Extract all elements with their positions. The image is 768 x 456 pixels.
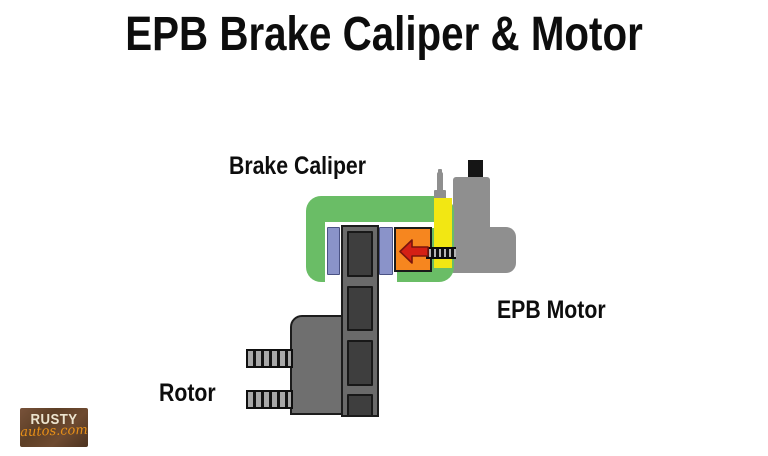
rotor-vent: [347, 286, 373, 331]
caliper-opening-strip: [325, 222, 434, 228]
threaded-rod: [426, 247, 456, 259]
logo-text-autos-com: autos.com: [20, 422, 88, 441]
label-epb-motor: EPB Motor: [497, 296, 606, 324]
label-brake-caliper: Brake Caliper: [229, 152, 367, 180]
brake-pad-inner: [379, 227, 393, 275]
rotor-vent: [347, 340, 373, 386]
page-title: EPB Brake Caliper & Motor: [125, 8, 643, 61]
rotor-disc: [341, 225, 379, 417]
rotor-vent: [347, 231, 373, 277]
brake-pad-outer: [327, 227, 340, 275]
rustyautos-logo: RUSTY autos.com: [20, 408, 88, 447]
bleed-screw-base: [434, 190, 446, 199]
epb-motor-gear-housing: [478, 227, 516, 273]
label-rotor: Rotor: [159, 379, 216, 407]
wheel-stud-bottom: [246, 390, 293, 409]
rotor-vent: [347, 394, 373, 415]
wheel-hub: [290, 315, 344, 415]
logo-text-rusty: RUSTY: [30, 411, 78, 428]
clamp-force-arrow-icon: [399, 239, 429, 264]
wheel-stud-top: [246, 349, 293, 368]
motor-terminal-block: [468, 160, 483, 180]
bleed-screw-stem: [437, 172, 443, 191]
